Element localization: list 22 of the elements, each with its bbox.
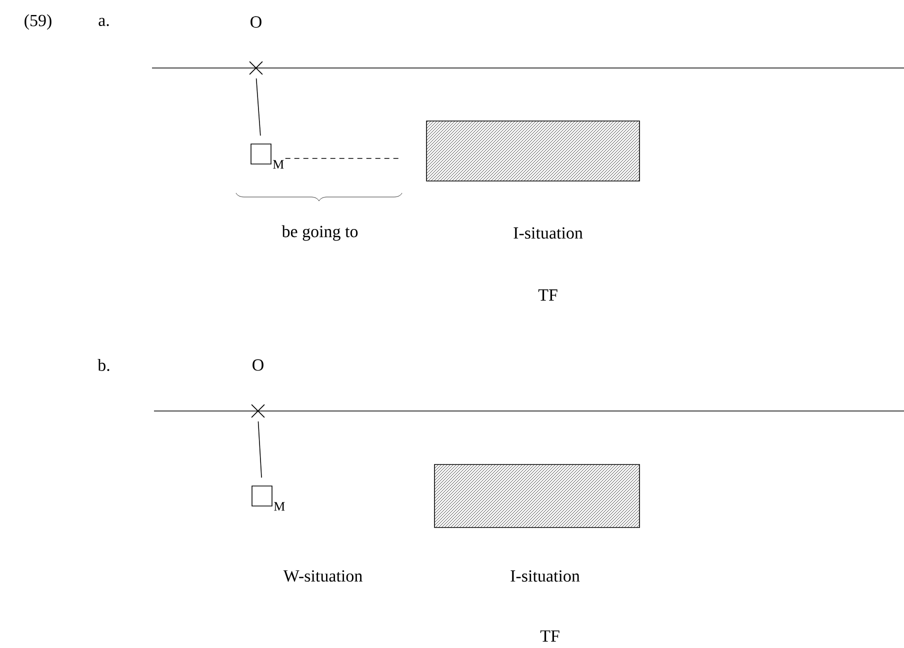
- cross-mark: [251, 404, 265, 418]
- connector-line: [258, 421, 262, 478]
- subscript-label: M: [274, 502, 285, 511]
- subscript-label: M: [272, 160, 284, 169]
- frame-label: TF: [538, 289, 558, 301]
- example-number: (59): [24, 14, 52, 30]
- situation-label: I-situation: [514, 227, 583, 239]
- square-box: [250, 144, 272, 164]
- hatched-box: [426, 120, 640, 182]
- situation-label: W-situation: [283, 570, 362, 582]
- situation-label: I-situation: [510, 570, 580, 582]
- item-letter: a.: [98, 18, 109, 26]
- square-box: [252, 486, 272, 506]
- connector-line: [256, 78, 261, 136]
- situation-label: be going to: [282, 225, 358, 241]
- connector-line: [284, 158, 400, 159]
- origin-label: O: [250, 16, 262, 28]
- frame-label: TF: [540, 630, 560, 642]
- cross-mark: [249, 61, 263, 75]
- hatched-box: [434, 464, 640, 528]
- origin-label: O: [252, 359, 264, 371]
- item-letter: b.: [98, 359, 110, 372]
